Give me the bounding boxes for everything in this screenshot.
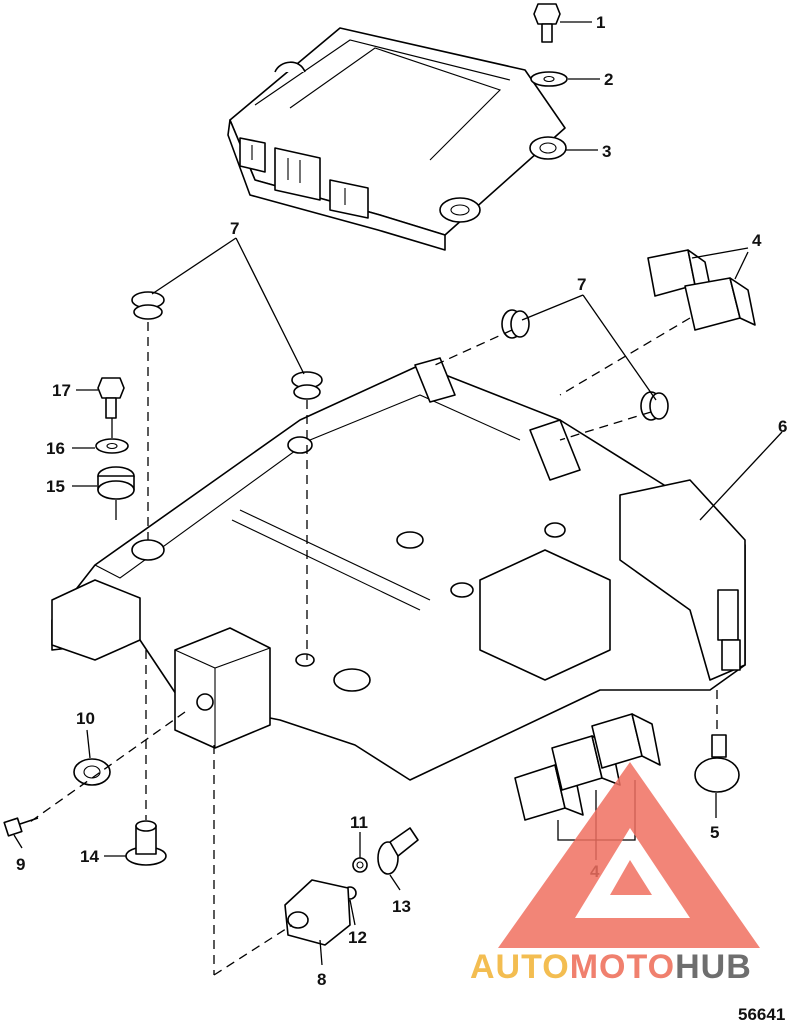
callout-16: 16 [46,439,65,458]
callout-5: 5 [710,823,719,842]
callout-4-upper: 4 [752,231,762,250]
callout-3: 3 [602,142,611,161]
callout-1: 1 [596,13,605,32]
callout-7-left: 7 [230,219,239,238]
bolt-part-1 [533,3,561,43]
svg-text:AUTOMOTOHUB: AUTOMOTOHUB [470,948,752,986]
callout-17: 17 [52,381,71,400]
callout-14: 14 [80,847,99,866]
callout-7-right: 7 [577,275,586,294]
bolt-part-9 [3,817,39,837]
switch-part-8 [284,879,351,946]
callout-15: 15 [46,477,65,496]
callout-11: 11 [350,813,368,832]
callout-8: 8 [317,970,326,989]
main-bracket [51,357,746,781]
figure-number: 56641 [738,1005,785,1024]
watermark-text-moto: MOTO [570,948,675,986]
callout-12: 12 [348,928,367,947]
grommets-part-7 [131,291,669,421]
washer-part-2 [530,71,568,87]
callout-9: 9 [16,855,25,874]
watermark-text-hub: HUB [675,948,752,986]
washer-part-16 [95,438,129,454]
grommet-part-15 [97,466,135,500]
nut-part-11 [352,857,368,873]
watermark-text-auto: AUTO [470,948,570,986]
relays-lower [514,713,661,821]
bolt-part-17 [97,377,125,419]
callout-2: 2 [604,70,613,89]
clamp-part-5 [694,734,740,793]
relays-upper [647,249,756,331]
automotohub-watermark: AUTOMOTOHUB [470,762,760,986]
watermark-triangle-logo [498,762,760,948]
callout-13: 13 [392,897,411,916]
callout-6: 6 [778,417,787,436]
washer-part-10 [73,758,111,786]
callout-10: 10 [76,709,95,728]
ecm-module [227,27,567,251]
sensor-part-13 [377,827,419,875]
bushing-part-14 [125,820,167,866]
